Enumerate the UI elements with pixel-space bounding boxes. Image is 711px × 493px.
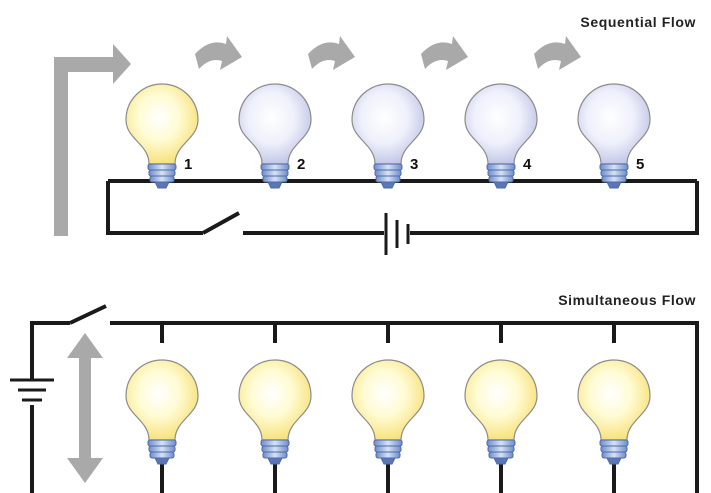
parallel-drops [160,323,616,343]
curved-arrow-icon [195,36,242,70]
parallel-returns [160,463,616,493]
series-switch-icon [202,211,240,235]
parallel-switch-icon [69,304,107,325]
curved-arrow-icon [421,36,468,70]
curved-arrow-icon [534,36,581,70]
parallel-wire-left [30,321,70,493]
sequential-flow-title: Sequential Flow [580,14,696,30]
bulb-number-5: 5 [636,156,644,173]
parallel-wire-top [110,321,699,493]
bulb-number-3: 3 [410,156,418,173]
double-arrow-icon [67,333,103,483]
parallel-bulb [238,359,312,465]
bulb-number-4: 4 [523,156,532,173]
simultaneous-flow-title: Simultaneous Flow [558,292,696,308]
series-battery-icon [384,213,410,255]
bulb-number-1: 1 [184,156,192,173]
curved-arrow-icon [308,36,355,70]
simultaneous-section: Simultaneous Flow [10,292,699,493]
sequential-section: Sequential Flow [54,14,699,255]
flow-arrows [195,36,581,70]
series-wire-right [410,181,699,235]
parallel-bulb [125,359,199,465]
start-arrow-icon [54,44,131,236]
parallel-battery-icon [10,378,54,402]
parallel-bulb [351,359,425,465]
parallel-bulb [577,359,651,465]
bulb-number-2: 2 [297,156,305,173]
parallel-bulb [464,359,538,465]
series-wire-left [106,181,203,235]
